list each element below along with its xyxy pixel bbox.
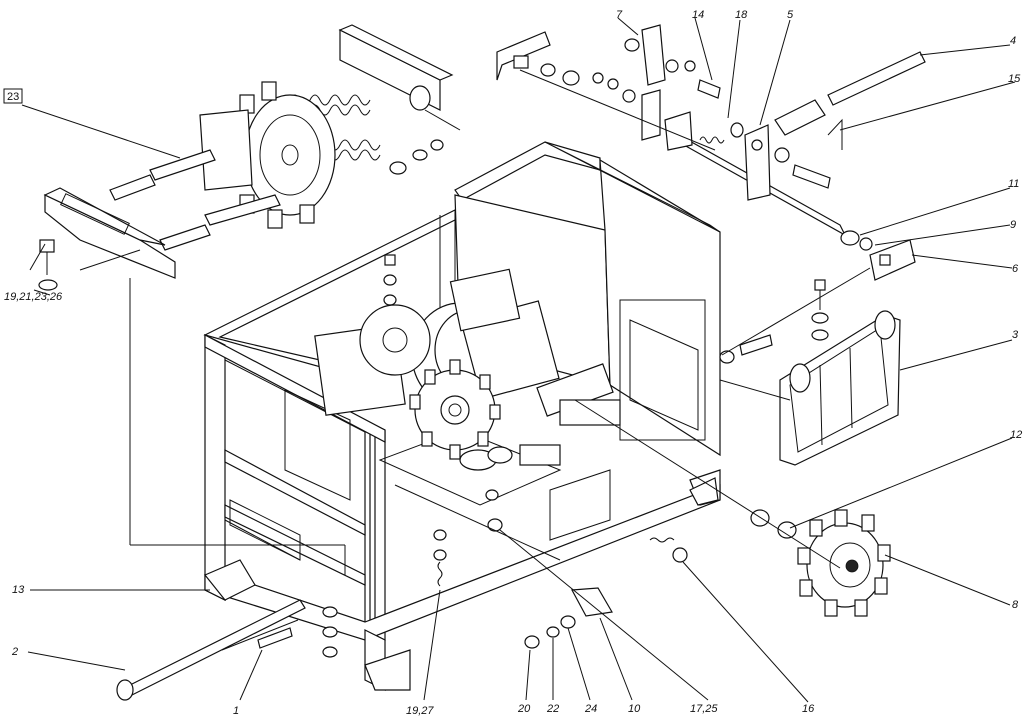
label-13: 13 xyxy=(12,584,25,596)
label-7: 7 xyxy=(616,9,623,21)
label-8: 8 xyxy=(1012,599,1019,611)
label-9: 9 xyxy=(1010,219,1016,231)
motor-assembly xyxy=(314,268,621,471)
linkage-parts xyxy=(496,24,926,281)
label-5: 5 xyxy=(787,9,794,21)
label-19-21-23-26: 19,21,23,26 xyxy=(4,291,63,303)
callout-23: 23 xyxy=(7,91,19,103)
label-10: 10 xyxy=(628,703,641,715)
label-24: 24 xyxy=(584,703,597,715)
bottom-fasteners xyxy=(116,254,688,701)
label-15: 15 xyxy=(1008,73,1021,85)
label-17-25: 17,25 xyxy=(690,703,718,715)
gear-8 xyxy=(750,509,891,617)
label-11: 11 xyxy=(1008,178,1019,190)
boxed-callout-frame xyxy=(3,88,23,104)
label-6: 6 xyxy=(1012,263,1019,275)
label-2: 2 xyxy=(11,646,18,658)
label-16: 16 xyxy=(802,703,815,715)
leader-lines xyxy=(21,17,1016,703)
label-12: 12 xyxy=(1010,429,1022,441)
label-1: 1 xyxy=(233,705,239,717)
label-20: 20 xyxy=(517,703,531,715)
side-frame-3 xyxy=(719,279,901,466)
brush-spring-assembly xyxy=(38,24,454,291)
label-14: 14 xyxy=(692,9,704,21)
label-18: 18 xyxy=(735,9,748,21)
label-19-27: 19,27 xyxy=(406,705,434,717)
label-22: 22 xyxy=(546,703,559,715)
callout-labels: 23 1 2 3 4 5 6 7 8 9 10 11 12 13 14 15 1… xyxy=(3,9,1022,717)
label-4: 4 xyxy=(1010,35,1016,47)
label-3: 3 xyxy=(1012,329,1019,341)
